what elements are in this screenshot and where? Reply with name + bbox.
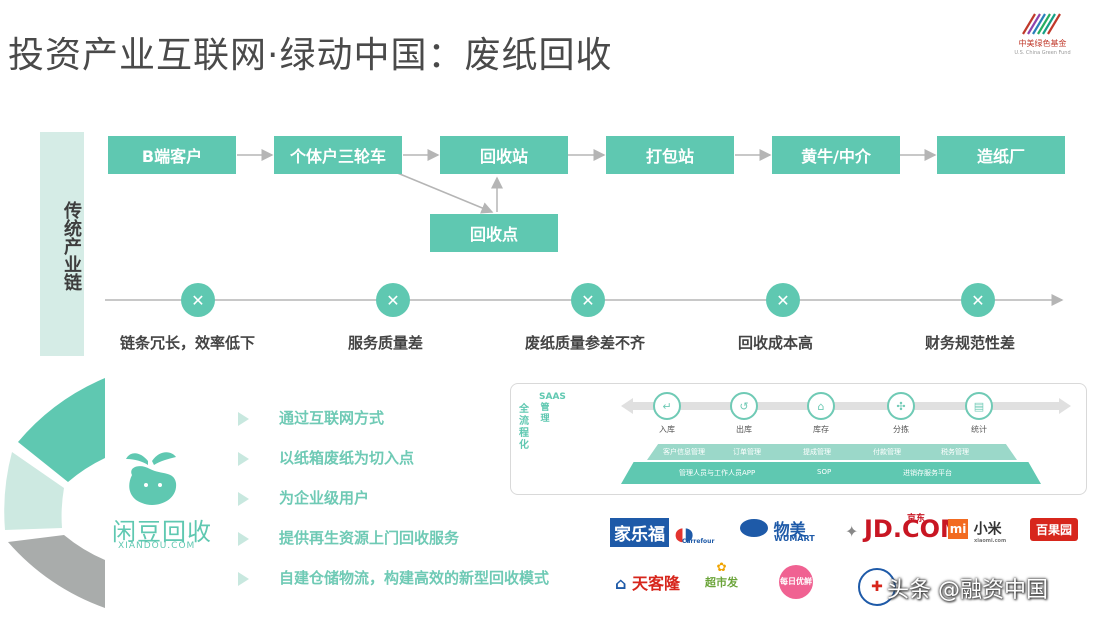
fund-logo: 中美绿色基金 U.S. China Green Fund — [1005, 8, 1080, 63]
partner-chaoshifa-logo: ✿ 超市发 — [705, 560, 738, 589]
x-icon: ✕ — [376, 283, 410, 317]
traditional-chain-label: 传统产业链 — [61, 201, 82, 291]
inbound-icon: ↵ — [653, 392, 681, 420]
tier1-label: 订单管理 — [733, 448, 761, 456]
chain-box-broker: 黄牛/中介 — [772, 136, 900, 174]
warehouse-icon: ⌂ — [807, 392, 835, 420]
partner-tiankelong-logo: ⌂ 天客隆 — [615, 574, 681, 593]
tier2-label: SOP — [817, 468, 832, 476]
tier1-label: 付款管理 — [873, 448, 901, 456]
partner-xiaomi-logo: mi 小米 xiaomi.com — [948, 518, 1006, 544]
tier1-label: 客户信息管理 — [663, 448, 705, 456]
chain-box-paper-mill: 造纸厂 — [937, 136, 1065, 174]
step-sorting: ✣分拣 — [881, 392, 921, 435]
step-outbound: ↺出库 — [724, 392, 764, 435]
outbound-icon: ↺ — [730, 392, 758, 420]
x-icon: ✕ — [766, 283, 800, 317]
partner-missfresh-logo: 每日优鲜 — [779, 565, 813, 599]
problem-label: 废纸质量参差不齐 — [525, 334, 646, 352]
tier2-label: 管理人员与工作人员APP — [679, 469, 756, 477]
partner-wumart-logo: 物美 WUMART — [740, 516, 815, 543]
saas-tier-1 — [647, 444, 1017, 460]
partner-pagoda-logo: 百果园 — [1030, 518, 1079, 541]
logo-text: 中美绿色基金 — [1018, 39, 1067, 48]
bean-logo-icon — [126, 452, 177, 505]
chain-box-recycling-point: 回收点 — [430, 214, 558, 252]
chain-box-tricycle: 个体户三轮车 — [274, 136, 402, 174]
problem-label: 财务规范性差 — [925, 334, 1016, 352]
saas-management-label: SAAS管理 — [539, 392, 566, 424]
bullet-item: 以纸箱废纸为切入点 — [238, 447, 414, 468]
tier1-label: 税务管理 — [941, 448, 969, 456]
step-statistics: ▤统计 — [959, 392, 999, 435]
bullet-item: 通过互联网方式 — [238, 407, 384, 428]
problem-label: 回收成本高 — [738, 334, 814, 352]
problem-label: 链条冗长，效率低下 — [120, 334, 256, 352]
bullet-item: 自建仓储物流，构建高效的新型回收模式 — [238, 567, 549, 588]
bullet-item: 为企业级用户 — [238, 487, 369, 508]
brand-name: 闲豆回收 — [112, 518, 212, 546]
decorative-ring-segments — [4, 378, 105, 608]
logo-stripes-icon — [1022, 13, 1061, 35]
brand-domain: XIANDOU.COM — [118, 541, 196, 551]
tier2-label: 进销存服务平台 — [903, 469, 952, 477]
partner-carrefour-logo: 家乐福 ◖◗ Carrefour — [610, 518, 714, 547]
saas-tier-2 — [621, 462, 1041, 484]
step-inventory: ⌂库存 — [801, 392, 841, 435]
partner-seal-logo: ✚ — [858, 568, 896, 606]
step-inbound: ↵入库 — [647, 392, 687, 435]
sorting-icon: ✣ — [887, 392, 915, 420]
chain-box-b-client: B端客户 — [108, 136, 236, 174]
problem-label: 服务质量差 — [348, 334, 424, 352]
x-icon: ✕ — [961, 283, 995, 317]
chain-box-recycling-station: 回收站 — [440, 136, 568, 174]
x-icon: ✕ — [571, 283, 605, 317]
chart-icon: ▤ — [965, 392, 993, 420]
saas-process-label: 全流程化 — [519, 404, 529, 451]
bullet-item: 提供再生资源上门回收服务 — [238, 527, 459, 548]
partner-jd-logo: ✦ JD.COM 京东 — [845, 514, 964, 543]
traditional-chain-label-panel: 传统产业链 — [40, 132, 84, 356]
logo-subtitle: U.S. China Green Fund — [1014, 50, 1071, 56]
chain-box-packing-station: 打包站 — [606, 136, 734, 174]
saas-diagram: 全流程化 SAAS管理 ↵入库 ↺出库 ⌂库存 ✣分拣 ▤统计 客户信息管理 订… — [510, 383, 1087, 495]
watermark: 头条 @融资中国 — [887, 578, 1048, 603]
page-title: 投资产业互联网·绿动中国：废纸回收 — [8, 35, 613, 76]
tier1-label: 提成管理 — [803, 448, 831, 456]
x-icon: ✕ — [181, 283, 215, 317]
